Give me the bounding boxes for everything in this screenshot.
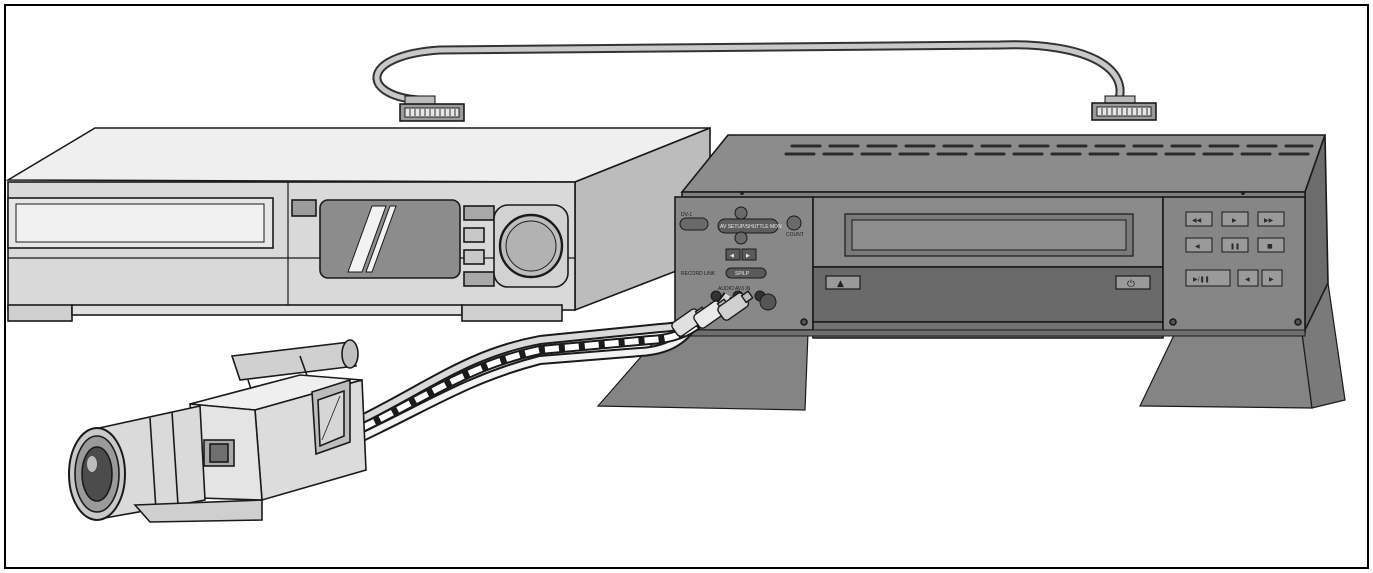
vcr-setup-button[interactable] bbox=[717, 218, 779, 234]
vcr-ch-up-icon: ▶ bbox=[746, 253, 750, 259]
vcr-rec-button[interactable] bbox=[1185, 269, 1231, 287]
recorder-button[interactable] bbox=[463, 271, 495, 287]
vcr-prog-up-button[interactable] bbox=[1261, 269, 1283, 287]
vcr-ch-down-icon: ◀ bbox=[730, 253, 734, 259]
recorder-button[interactable] bbox=[463, 249, 485, 265]
scart-cable bbox=[372, 40, 1125, 107]
power-icon: ⏻ bbox=[1127, 279, 1135, 290]
recorder-button[interactable] bbox=[463, 205, 495, 221]
back-icon: ◀ bbox=[1195, 243, 1200, 250]
panel-label-jacks: AUDIO AV3 IN bbox=[718, 286, 751, 292]
vcr-ffwd-button[interactable] bbox=[1257, 211, 1285, 227]
vcr-eject-button[interactable] bbox=[825, 275, 861, 290]
vcr-stop-button[interactable] bbox=[1257, 237, 1285, 253]
vcr-top-vents bbox=[784, 144, 1314, 156]
vcr-back-button[interactable] bbox=[1185, 237, 1213, 253]
recorder-button[interactable] bbox=[291, 199, 317, 217]
vcr-left-oval-button[interactable] bbox=[679, 217, 709, 231]
vcr-sp-lp-button[interactable] bbox=[725, 267, 767, 279]
vcr-count-button[interactable] bbox=[786, 215, 802, 231]
panel-label-sp: SP/LP bbox=[735, 271, 750, 277]
record-icon: ▶/❚❚ bbox=[1193, 276, 1210, 283]
panel-label-record: RECORD LINK bbox=[681, 271, 716, 277]
vcr-up-button[interactable] bbox=[734, 206, 748, 220]
recorder-device bbox=[5, 126, 711, 322]
pause-icon: ❚❚ bbox=[1230, 243, 1240, 250]
vcr-power-button[interactable] bbox=[1115, 275, 1151, 290]
scart-plug-right bbox=[1091, 95, 1157, 121]
rewind-icon: ◀◀ bbox=[1192, 217, 1202, 224]
camcorder bbox=[68, 339, 367, 523]
scart-plug-left bbox=[399, 95, 465, 122]
vcr-rewind-button[interactable] bbox=[1185, 211, 1213, 227]
play-icon: ▶ bbox=[1232, 217, 1237, 224]
panel-label-center: AV SETUP/SHUTTLE MON bbox=[720, 224, 782, 230]
recorder-button[interactable] bbox=[463, 227, 485, 243]
vcr-pause-button[interactable] bbox=[1221, 237, 1249, 253]
prog-down-icon: ◀ bbox=[1245, 276, 1250, 283]
eject-icon: ▲ bbox=[837, 279, 844, 289]
prog-up-icon: ▶ bbox=[1269, 276, 1274, 283]
vcr-input-controls bbox=[679, 206, 802, 279]
vcr-ch-down-button[interactable] bbox=[725, 248, 741, 261]
fast-forward-icon: ▶▶ bbox=[1264, 217, 1274, 224]
vcr-down-button[interactable] bbox=[734, 231, 748, 245]
panel-label-left: DV-1 bbox=[681, 212, 692, 218]
panel-label-right: COUNT bbox=[786, 232, 804, 238]
vcr-play-button[interactable] bbox=[1221, 211, 1249, 227]
vcr-prog-down-button[interactable] bbox=[1237, 269, 1259, 287]
rca-plugs bbox=[671, 290, 754, 337]
stop-icon: ■ bbox=[1267, 243, 1273, 250]
vcr-ch-up-button[interactable] bbox=[741, 248, 757, 261]
